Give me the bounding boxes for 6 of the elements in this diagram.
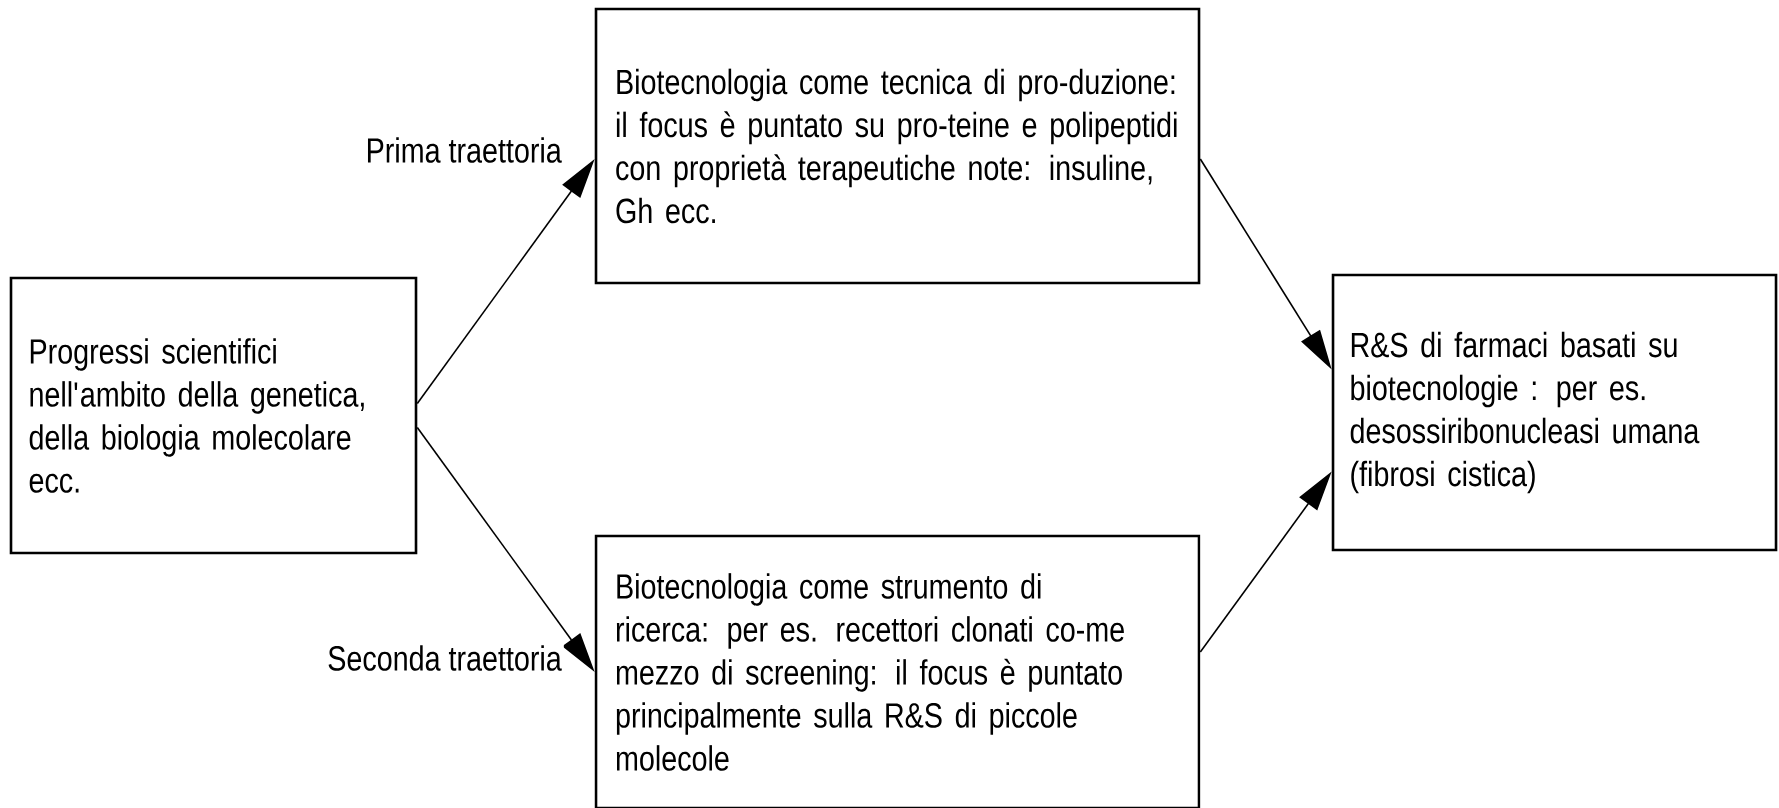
text-box: Biotecnologia come tecnica di pro-duzione: il focus è puntato su pro-teine e polipeptidi con proprietà terapeutiche note: insuline, Gh ecc. <box>594 7 1201 285</box>
text-box: Progressi scientifici nell'ambito della genetica, della biologia molecolare ecc. <box>9 276 418 555</box>
text-box: R&S di farmaci basati su biotecnologie : per es. desossiribonucleasi umana (fibrosi cistica) <box>1331 273 1778 552</box>
edge-label: Seconda traettoria <box>325 643 564 673</box>
edge-label: Prima traettoria <box>363 135 564 165</box>
text-box: Biotecnologia come strumento di ricerca: per es. recettori clonati co-me mezzo di screening: il focus è puntato principalmente sulla R&S di piccole molecole <box>594 534 1201 808</box>
